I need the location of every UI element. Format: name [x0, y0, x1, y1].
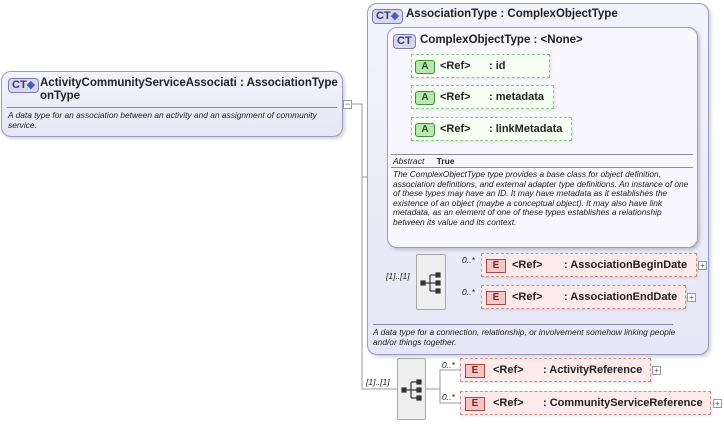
element-name: : ActivityReference — [543, 364, 643, 376]
element-ref: <Ref> — [512, 291, 543, 303]
element-name: : AssociationBeginDate — [564, 259, 688, 271]
attribute-badge: A — [415, 91, 435, 105]
outer-seq-branch-2 — [426, 388, 460, 404]
ct-badge: CT◆ — [372, 9, 404, 24]
divider — [373, 324, 673, 325]
abstract-label: Abstract — [393, 156, 425, 166]
element-name: : AssociationEndDate — [564, 291, 678, 303]
abstract-value: True — [436, 156, 455, 166]
attribute-badge: A — [415, 60, 435, 74]
element-badge: E — [465, 397, 485, 411]
attribute-name: : linkMetadata — [489, 123, 563, 135]
association-type-doc: A data type for a connection, relationsh… — [373, 327, 676, 347]
collapse-icon[interactable]: − — [343, 99, 352, 109]
complex-object-type-title: ComplexObjectType : <None> — [420, 34, 583, 46]
element-name: : CommunityServiceReference — [543, 397, 703, 409]
ct-diamond-icon: ◆ — [26, 79, 36, 91]
sequence-compositor[interactable] — [416, 254, 446, 310]
attribute-badge: A — [415, 123, 435, 137]
divider — [391, 167, 693, 168]
attribute-metadata[interactable]: A <Ref> : metadata — [411, 85, 554, 109]
main-to-sequence-line — [361, 104, 397, 390]
cardinality-label: 0..* — [462, 255, 475, 265]
attribute-ref: <Ref> — [440, 60, 471, 72]
divider — [7, 107, 337, 108]
main-type-doc: A data type for an association between a… — [8, 110, 317, 130]
main-type-title: ActivityCommunityServiceAssociati : Asso… — [40, 77, 338, 102]
attribute-name: : metadata — [489, 91, 545, 103]
outer-seq-multiplicity: [1]..[1] — [366, 377, 390, 387]
expand-icon[interactable]: + — [698, 261, 707, 270]
sequence-compositor[interactable] — [397, 358, 426, 420]
complex-object-type-doc: The ComplexObjectType type provides a ba… — [393, 169, 689, 227]
element-community-service-reference[interactable]: E <Ref> : CommunityServiceReference — [460, 391, 711, 415]
cardinality-label: 0..* — [442, 360, 455, 370]
sequence-icon — [401, 379, 422, 401]
attribute-linkmetadata[interactable]: A <Ref> : linkMetadata — [411, 117, 572, 141]
ct-diamond-icon: ◆ — [390, 10, 400, 22]
outer-seq-branch-1 — [426, 369, 460, 390]
element-badge: E — [486, 291, 506, 305]
attribute-id[interactable]: A <Ref> : id — [411, 54, 550, 78]
element-association-end-date[interactable]: E <Ref> : AssociationEndDate — [481, 285, 686, 309]
cardinality-label: 0..* — [462, 287, 475, 297]
element-ref: <Ref> — [512, 259, 543, 271]
expand-icon[interactable]: + — [687, 293, 696, 302]
cardinality-label: 0..* — [442, 392, 455, 402]
attribute-ref: <Ref> — [440, 123, 471, 135]
divider — [391, 154, 693, 155]
attribute-ref: <Ref> — [440, 91, 471, 103]
ct-badge: CT◆ — [8, 78, 40, 93]
association-type-title: AssociationType : ComplexObjectType — [406, 8, 618, 20]
sequence-icon — [420, 272, 441, 294]
main-to-base-line — [352, 103, 367, 178]
expand-icon[interactable]: + — [713, 399, 722, 408]
main-type-name-line2: onType — [40, 90, 81, 102]
element-ref: <Ref> — [493, 364, 524, 376]
ct-badge: CT — [393, 34, 416, 49]
inner-seq-multiplicity: [1]..[1] — [386, 271, 410, 281]
element-badge: E — [465, 364, 485, 378]
expand-icon[interactable]: + — [652, 366, 661, 375]
main-type-name-line1: ActivityCommunityServiceAssociati — [40, 77, 237, 89]
main-complex-type-box[interactable]: CT◆ ActivityCommunityServiceAssociati : … — [1, 71, 343, 137]
element-activity-reference[interactable]: E <Ref> : ActivityReference — [460, 358, 651, 382]
main-type-base: AssociationType — [246, 77, 338, 89]
abstract-row: Abstract True — [393, 156, 455, 166]
element-badge: E — [486, 259, 506, 273]
element-ref: <Ref> — [493, 397, 524, 409]
attribute-name: : id — [489, 60, 506, 72]
element-association-begin-date[interactable]: E <Ref> : AssociationBeginDate — [481, 253, 697, 277]
